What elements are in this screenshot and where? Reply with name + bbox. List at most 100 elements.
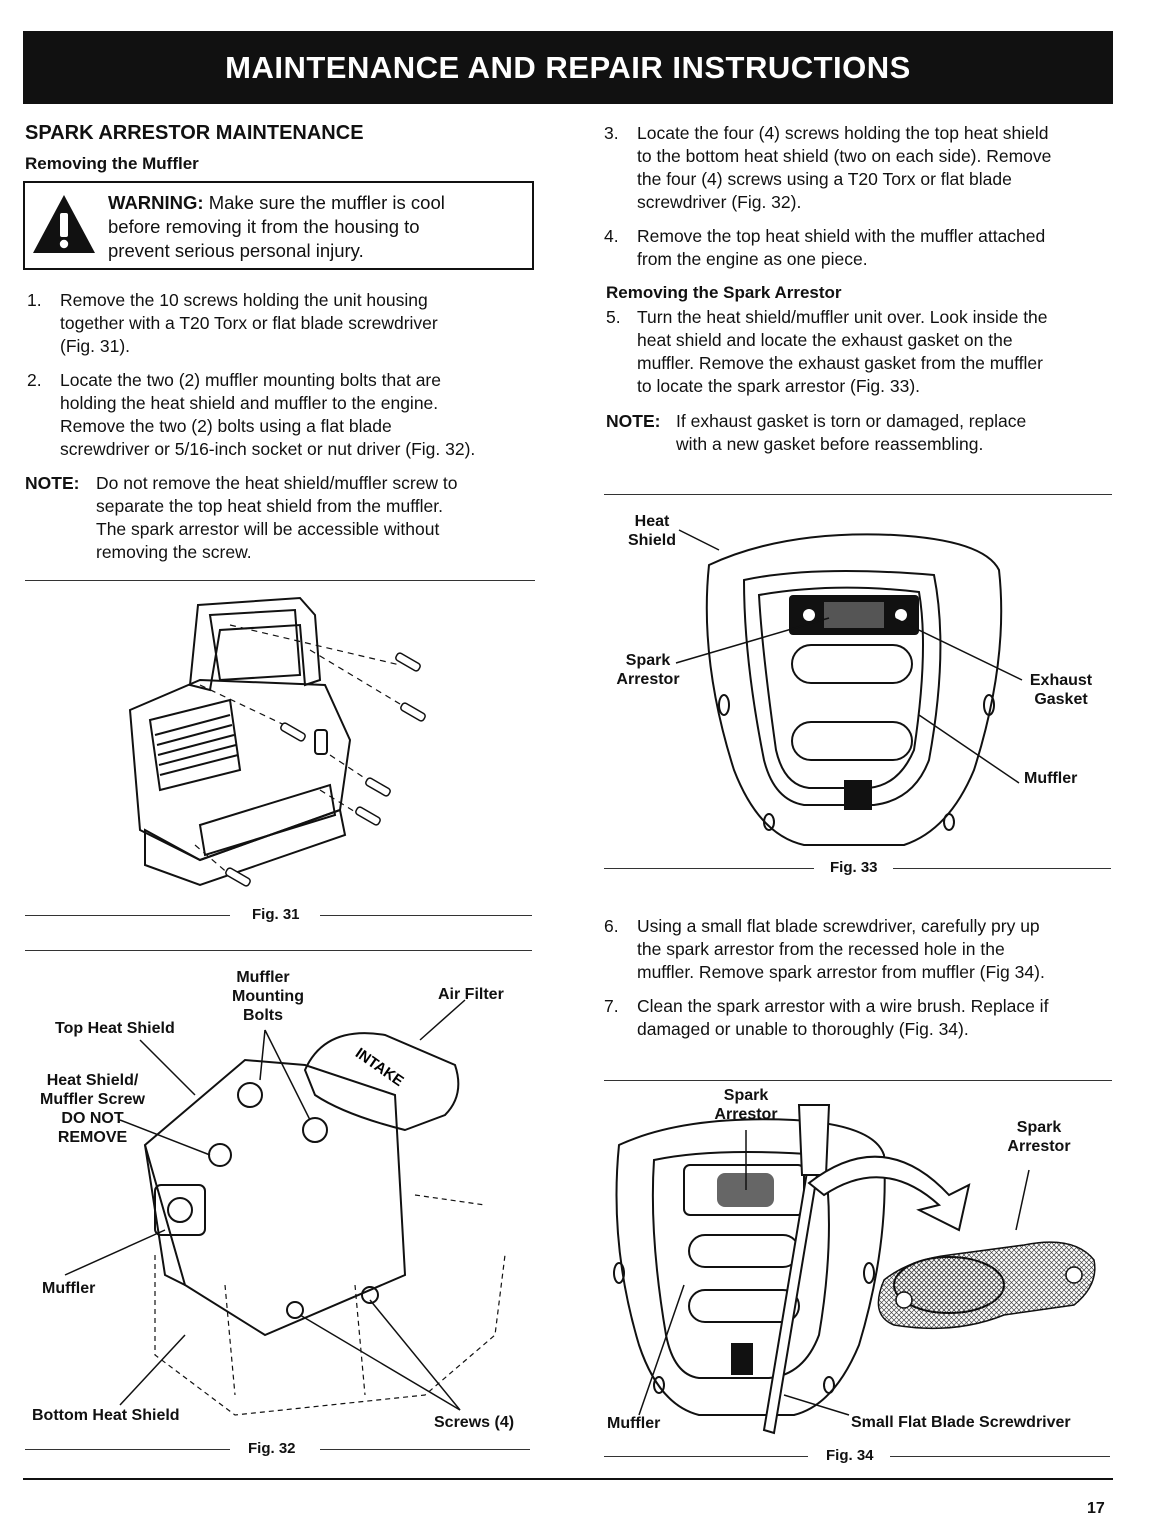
step-line: together with a T20 Torx or flat blade s… <box>60 313 438 333</box>
step-line: screwdriver (Fig. 32). <box>637 192 802 212</box>
caption-rule <box>25 1449 230 1450</box>
note-right: NOTE: If exhaust gasket is torn or damag… <box>606 410 1126 456</box>
page-number: 17 <box>1087 1500 1105 1517</box>
step-line: from the engine as one piece. <box>637 249 868 269</box>
step-line: Remove the two (2) bolts using a flat bl… <box>60 416 392 436</box>
note-line: with a new gasket before reassembling. <box>676 434 984 454</box>
label-spark-arrestor: Spark Arrestor <box>612 651 684 689</box>
label-line: Bolts <box>243 1007 283 1024</box>
step-line: the four (4) screws using a T20 Torx or … <box>637 169 1012 189</box>
label-muffler-mounting-bolts: Muffler Mounting Bolts <box>232 968 304 1025</box>
label-line: Muffler Screw <box>40 1091 145 1108</box>
fig31-housing-illustration <box>128 596 426 887</box>
step-line: holding the heat shield and muffler to t… <box>60 393 439 413</box>
label-air-filter: Air Filter <box>438 986 504 1003</box>
label-line: Exhaust <box>1029 672 1093 689</box>
label-heat-shield-screw: Heat Shield/ Muffler Screw DO NOT REMOVE <box>30 1071 155 1147</box>
step-line: Using a small flat blade screwdriver, ca… <box>637 916 1040 936</box>
label-line: Heat Shield/ <box>46 1072 139 1089</box>
step-line: screwdriver or 5/16-inch socket or nut d… <box>60 439 476 459</box>
step-line: Remove the top heat shield with the muff… <box>637 226 1046 246</box>
step-4: 4. Remove the top heat shield with the m… <box>604 225 1124 271</box>
label-bottom-heat-shield: Bottom Heat Shield <box>32 1407 180 1424</box>
fig33-caption: Fig. 33 <box>830 859 878 876</box>
step-number: 6. <box>604 916 619 936</box>
note-label: NOTE: <box>25 473 80 493</box>
figure-divider <box>604 1080 1112 1081</box>
label-spark-arrestor-a: Spark Arrestor <box>710 1086 782 1124</box>
label-line: Gasket <box>1034 691 1088 708</box>
note-line: The spark arrestor will be accessible wi… <box>96 519 440 539</box>
step-number: 2. <box>27 370 42 390</box>
fig32-caption: Fig. 32 <box>248 1440 296 1457</box>
label-line: Heat <box>634 513 670 530</box>
page-banner: MAINTENANCE AND REPAIR INSTRUCTIONS <box>23 31 1113 104</box>
step-line: damaged or unable to thoroughly (Fig. 34… <box>637 1019 969 1039</box>
label-muffler: Muffler <box>42 1280 96 1297</box>
label-line: Shield <box>627 532 676 549</box>
step-line: Locate the four (4) screws holding the t… <box>637 123 1049 143</box>
label-exhaust-gasket: Exhaust Gasket <box>1026 671 1096 709</box>
warning-line: before removing it from the housing to <box>108 216 420 237</box>
step-line: Turn the heat shield/muffler unit over. … <box>637 307 1048 327</box>
fig34-caption: Fig. 34 <box>826 1447 874 1464</box>
note-line: separate the top heat shield from the mu… <box>96 496 443 516</box>
label-line: Arrestor <box>714 1106 778 1123</box>
step-number: 7. <box>604 996 619 1016</box>
label-screws: Screws (4) <box>434 1414 515 1431</box>
step-line: (Fig. 31). <box>60 336 131 356</box>
step-line: to locate the spark arrestor (Fig. 33). <box>637 376 921 396</box>
section-title: SPARK ARRESTOR MAINTENANCE <box>25 122 364 144</box>
fig33-muffler-illustration <box>675 529 1023 846</box>
warning-line: prevent serious personal injury. <box>108 240 364 261</box>
subheading-removing-spark-arrestor: Removing the Spark Arrestor <box>606 283 842 302</box>
label-muffler: Muffler <box>1024 770 1078 787</box>
label-line: Spark <box>1016 1119 1062 1136</box>
label-spark-arrestor-b: Spark Arrestor <box>1003 1118 1075 1156</box>
fig32-engine-illustration: INTAKE <box>64 999 506 1416</box>
note-label: NOTE: <box>606 411 661 431</box>
label-heat-shield: Heat Shield <box>626 512 678 550</box>
note-line: If exhaust gasket is torn or damaged, re… <box>676 411 1027 431</box>
warning-text: WARNING: Make sure the muffler is cool b… <box>108 191 445 263</box>
step-line: to the bottom heat shield (two on each s… <box>637 146 1052 166</box>
label-line: Muffler <box>236 969 290 986</box>
note-line: removing the screw. <box>96 542 252 562</box>
label-line: DO NOT <box>61 1110 124 1127</box>
caption-rule <box>893 868 1111 869</box>
caption-rule <box>604 868 814 869</box>
step-line: Clean the spark arrestor with a wire bru… <box>637 996 1049 1016</box>
step-line: the spark arrestor from the recessed hol… <box>637 939 1005 959</box>
footer-rule <box>23 1478 1113 1480</box>
step-number: 4. <box>604 226 619 246</box>
label-top-heat-shield: Top Heat Shield <box>55 1020 175 1037</box>
step-6: 6. Using a small flat blade screwdriver,… <box>604 915 1124 984</box>
step-line: Locate the two (2) muffler mounting bolt… <box>60 370 441 390</box>
label-muffler: Muffler <box>607 1415 661 1432</box>
step-3: 3. Locate the four (4) screws holding th… <box>604 122 1124 214</box>
figure-divider <box>25 580 535 581</box>
note-line: Do not remove the heat shield/muffler sc… <box>96 473 458 493</box>
warning-line: Make sure the muffler is cool <box>208 192 445 213</box>
step-number: 3. <box>604 123 619 143</box>
step-7: 7. Clean the spark arrestor with a wire … <box>604 995 1124 1041</box>
label-line: Arrestor <box>1007 1138 1071 1155</box>
note-left: NOTE: Do not remove the heat shield/muff… <box>25 472 540 564</box>
fig31-caption: Fig. 31 <box>252 906 300 923</box>
caption-rule <box>890 1456 1110 1457</box>
label-screwdriver: Small Flat Blade Screwdriver <box>851 1414 1071 1431</box>
step-2: 2. Locate the two (2) muffler mounting b… <box>27 369 542 461</box>
label-line: REMOVE <box>57 1129 128 1146</box>
step-5: 5. Turn the heat shield/muffler unit ove… <box>606 306 1126 398</box>
caption-rule <box>604 1456 808 1457</box>
step-1: 1. Remove the 10 screws holding the unit… <box>27 289 537 358</box>
label-line: Mounting <box>232 988 304 1005</box>
caption-rule <box>320 915 532 916</box>
label-line: Spark <box>723 1087 769 1104</box>
warning-box: WARNING: Make sure the muffler is cool b… <box>23 181 534 270</box>
fig34-screwdriver-illustration <box>613 1104 1096 1435</box>
step-number: 1. <box>27 290 42 310</box>
step-line: muffler. Remove spark arrestor from muff… <box>637 962 1045 982</box>
warning-label: WARNING: <box>108 192 204 213</box>
step-number: 5. <box>606 307 621 327</box>
